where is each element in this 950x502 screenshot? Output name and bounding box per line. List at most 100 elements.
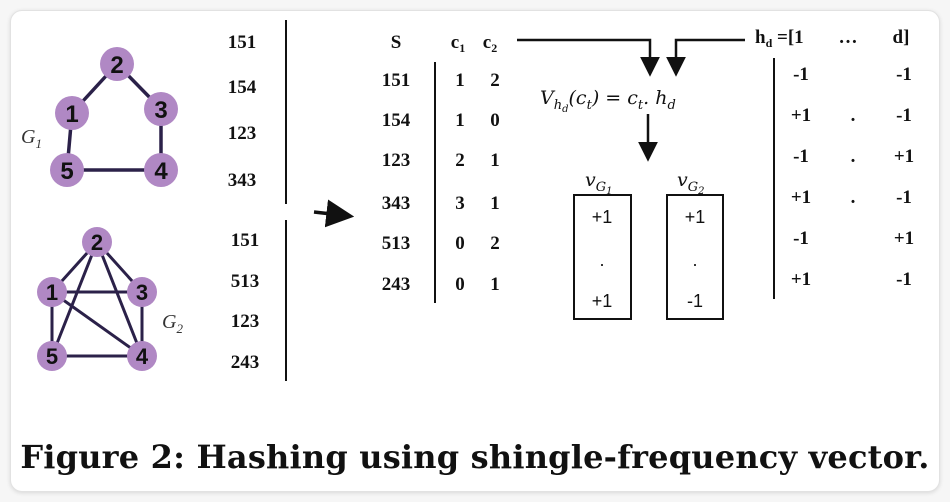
matrix-row: +1 -1 — [791, 269, 912, 290]
c2-to-formula-arrow — [517, 38, 660, 77]
svg-text:243: 243 — [382, 274, 411, 295]
g2-shingle: 151 — [231, 230, 260, 251]
g2-node-1-label: 1 — [46, 280, 58, 305]
svg-text:151: 151 — [382, 70, 411, 91]
svg-text:1: 1 — [455, 70, 465, 91]
svg-text:2: 2 — [490, 233, 500, 254]
matrix-row: -1 +1 — [793, 228, 914, 249]
svg-text:+1: +1 — [791, 187, 811, 208]
svg-text:-1: -1 — [896, 269, 912, 290]
svg-text:2: 2 — [455, 150, 465, 171]
svg-text:3: 3 — [455, 193, 465, 214]
g1-shingle: 151 — [228, 32, 257, 53]
g1-node-1-label: 1 — [65, 101, 78, 128]
matrix-row: -1 -1 — [793, 64, 912, 85]
header-c1: c1 — [451, 32, 465, 55]
g2-label: G2 — [162, 311, 183, 336]
edge-1-4 — [50, 290, 144, 358]
header-c2: c2 — [483, 32, 497, 55]
hash-matrix: hd =[1 … d] -1 -1 +1 . -1 -1 . +1 +1 . - — [755, 27, 914, 290]
g1-node-3: 3 — [144, 92, 178, 126]
svg-text:+1: +1 — [894, 228, 914, 249]
g2-node-3-label: 3 — [136, 280, 148, 305]
vg1-box — [573, 194, 632, 320]
svg-text:1: 1 — [490, 150, 500, 171]
vg1-value: . — [599, 250, 604, 270]
matrix-row: +1 . -1 — [791, 105, 912, 126]
g1-node-4-label: 4 — [154, 158, 168, 185]
svg-text:1: 1 — [490, 274, 500, 295]
graph-g2: 2 1 3 5 4 G2 — [37, 227, 183, 371]
svg-text:513: 513 — [382, 233, 411, 254]
svg-text:1: 1 — [455, 110, 465, 131]
g1-shingle: 154 — [228, 77, 257, 98]
vg2-label: vG2 — [677, 169, 705, 197]
vg2-box — [666, 194, 724, 320]
vg2-value: . — [692, 250, 697, 270]
g2-node-2-label: 2 — [91, 230, 103, 255]
svg-text:.: . — [851, 187, 856, 208]
g2-shingle: 123 — [231, 311, 260, 332]
g2-node-4: 4 — [127, 341, 157, 371]
vg2-value: -1 — [687, 291, 703, 311]
g1-node-2: 2 — [100, 47, 134, 81]
g1-node-5: 5 — [50, 153, 84, 187]
svg-text:0: 0 — [455, 274, 465, 295]
shingle-lists: 151 154 123 343 151 513 123 243 — [228, 32, 260, 373]
hash-matrix-d: d] — [893, 27, 910, 48]
hash-matrix-ellipsis: … — [839, 27, 858, 48]
g1-node-1: 1 — [55, 96, 89, 130]
g1-shingle: 123 — [228, 123, 257, 144]
svg-text:1: 1 — [490, 193, 500, 214]
table-row: 243 0 1 — [382, 274, 500, 295]
svg-text:+1: +1 — [791, 105, 811, 126]
g2-node-4-label: 4 — [136, 344, 149, 369]
frequency-table: S c1 c2 151 1 2 154 1 0 123 2 1 343 3 1 … — [382, 32, 500, 295]
vg1-label: vG1 — [585, 169, 613, 197]
g1-label: G1 — [21, 126, 42, 151]
svg-text:343: 343 — [382, 193, 411, 214]
g2-shingle: 243 — [231, 352, 260, 373]
vector-vg1: vG1 +1 . +1 — [573, 169, 632, 320]
graph-g2-edges — [50, 240, 144, 358]
vg2-value: +1 — [685, 207, 706, 227]
g1-node-2-label: 2 — [110, 52, 123, 79]
graph-g2-nodes: 2 1 3 5 4 — [37, 227, 157, 371]
svg-text:-1: -1 — [896, 105, 912, 126]
svg-text:-1: -1 — [793, 146, 809, 167]
vg1-value: +1 — [592, 207, 613, 227]
table-row: 151 1 2 — [382, 70, 500, 91]
svg-text:-1: -1 — [896, 187, 912, 208]
svg-text:.: . — [851, 105, 856, 126]
g2-node-1: 1 — [37, 277, 67, 307]
svg-text:.: . — [851, 146, 856, 167]
matrix-row: -1 . +1 — [793, 146, 914, 167]
g1-node-3-label: 3 — [154, 97, 167, 124]
svg-text:0: 0 — [455, 233, 465, 254]
svg-text:-1: -1 — [896, 64, 912, 85]
svg-text:-1: -1 — [793, 228, 809, 249]
svg-text:123: 123 — [382, 150, 411, 171]
g2-node-5: 5 — [37, 341, 67, 371]
svg-text:+1: +1 — [894, 146, 914, 167]
hash-formula: Vhd(ct) = ct. hd — [540, 87, 676, 115]
g2-node-2: 2 — [82, 227, 112, 257]
vector-vg2: vG2 +1 . -1 — [666, 169, 724, 320]
g2-node-3: 3 — [127, 277, 157, 307]
table-row: 123 2 1 — [382, 150, 500, 171]
g1-node-5-label: 5 — [60, 158, 73, 185]
matrix-row: +1 . -1 — [791, 187, 912, 208]
header-s: S — [391, 32, 402, 53]
hd-to-formula-arrow — [666, 38, 745, 77]
svg-text:2: 2 — [490, 70, 500, 91]
svg-text:+1: +1 — [791, 269, 811, 290]
vg1-value: +1 — [592, 291, 613, 311]
g1-shingle: 343 — [228, 170, 257, 191]
figure-caption: Figure 2: Hashing using shingle-frequenc… — [20, 438, 930, 476]
g2-shingle: 513 — [231, 271, 260, 292]
g2-node-5-label: 5 — [46, 344, 58, 369]
edge-2-5 — [50, 240, 99, 358]
table-row: 154 1 0 — [382, 110, 500, 131]
hash-matrix-header: hd =[1 — [755, 27, 804, 50]
